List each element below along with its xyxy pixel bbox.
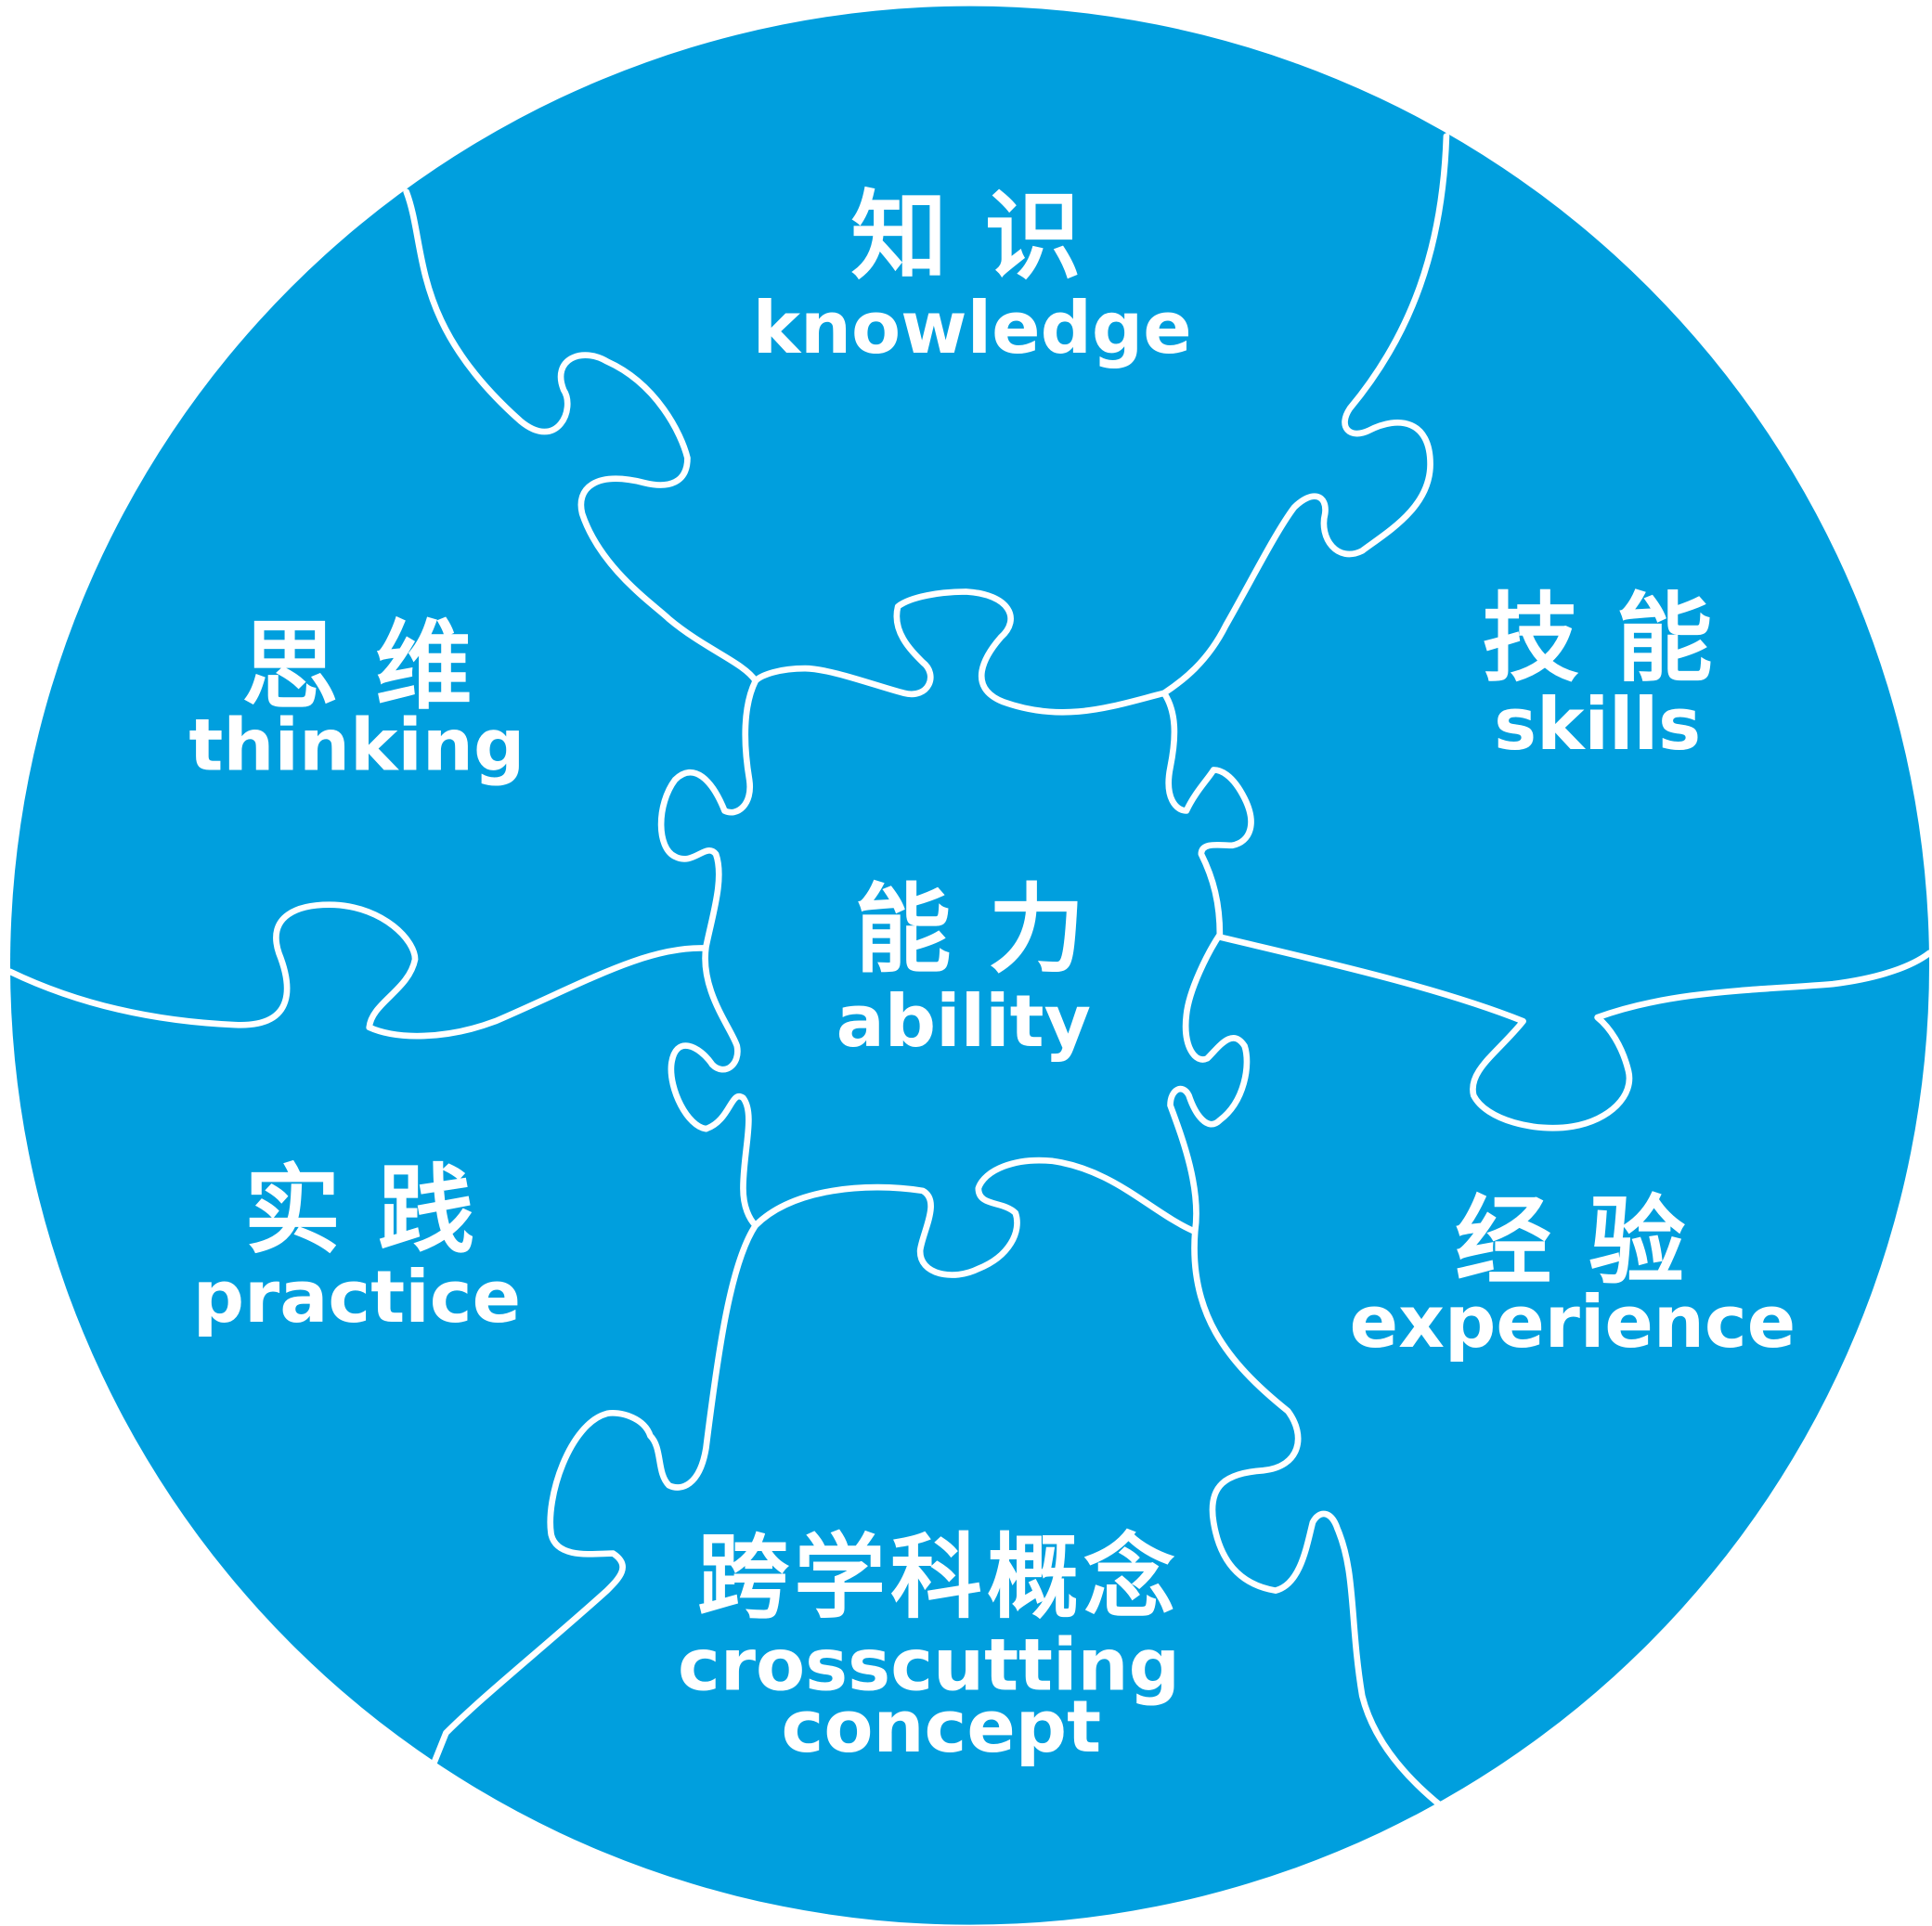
experience-cn-label: 经验: [1455, 1185, 1722, 1299]
crosscutting-cn-label: 跨学科概念: [697, 1525, 1180, 1632]
piece-knowledge: 知识 knowledge: [753, 180, 1192, 370]
divider-top-left: [403, 188, 759, 684]
divider-top-right: [1160, 133, 1450, 697]
piece-crosscutting-concept: 跨学科概念 crosscutting concept: [678, 1525, 1180, 1769]
thinking-cn-label: 思维: [241, 609, 509, 722]
piece-skills: 技能 skills: [1483, 582, 1750, 767]
thinking-en-label: thinking: [188, 704, 525, 787]
ability-en-label: ability: [836, 980, 1091, 1064]
divider-right: [1216, 934, 1932, 1131]
background-circle: [10, 6, 1930, 1925]
divider-bottom-left: [430, 1222, 759, 1767]
knowledge-en-label: knowledge: [753, 287, 1192, 370]
piece-thinking: 思维 thinking: [188, 609, 525, 787]
divider-left: [6, 901, 707, 1040]
practice-cn-label: 实践: [244, 1154, 512, 1267]
piece-ability: 能力 ability: [836, 873, 1122, 1064]
ability-cn-label: 能力: [854, 873, 1122, 986]
skills-en-label: skills: [1494, 683, 1701, 767]
experience-en-label: experience: [1350, 1281, 1796, 1364]
skills-cn-label: 技能: [1483, 582, 1750, 695]
crosscutting-en-line1: crosscutting: [678, 1623, 1180, 1707]
divider-bottom-right: [1191, 1228, 1446, 1811]
center-piece-outline: [657, 588, 1254, 1278]
crosscutting-en-line2: concept: [782, 1686, 1102, 1769]
piece-practice: 实践 practice: [193, 1154, 521, 1339]
knowledge-cn-label: 知识: [850, 180, 1118, 293]
practice-en-label: practice: [193, 1256, 521, 1339]
piece-experience: 经验 experience: [1350, 1185, 1796, 1364]
